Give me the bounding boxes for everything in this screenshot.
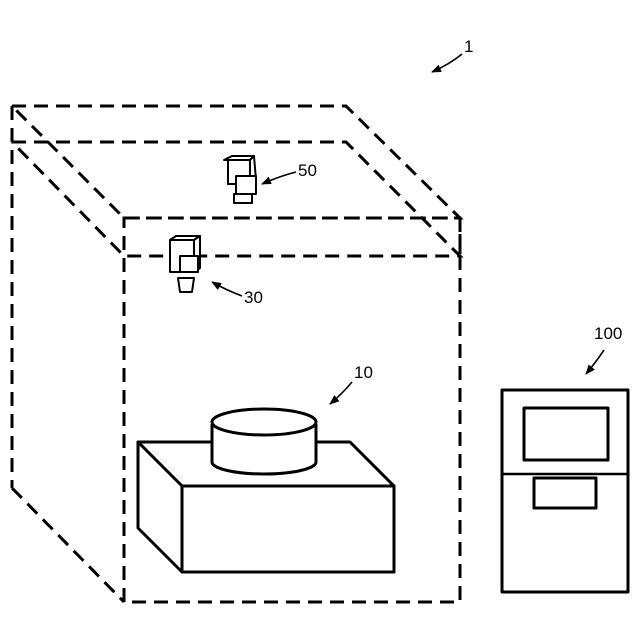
camera-upper — [224, 156, 256, 203]
camera-lower — [170, 236, 200, 292]
controller-cabinet — [502, 390, 628, 592]
leader-arrow-50 — [262, 172, 296, 184]
camera-upper-block — [236, 176, 256, 194]
controller-screen — [524, 408, 608, 460]
leader-arrow-100 — [586, 350, 604, 374]
leader-arrow-10 — [330, 382, 352, 404]
leader-arrow-30 — [212, 282, 242, 296]
enclosure-bottom-left-edge — [12, 488, 124, 602]
camera-upper-lens — [234, 194, 252, 203]
apparatus-box-front — [182, 486, 394, 572]
processing-apparatus — [138, 409, 394, 572]
leader-arrow-1 — [432, 54, 462, 72]
ref-label-camera-lower: 30 — [244, 288, 263, 307]
controller-panel — [534, 478, 596, 508]
ref-label-system: 1 — [464, 37, 473, 56]
ref-label-controller: 100 — [594, 324, 622, 343]
camera-lower-block — [180, 256, 198, 272]
apparatus-stage-top — [212, 409, 316, 435]
camera-lower-lens — [178, 278, 194, 292]
ref-label-processing-apparatus: 10 — [354, 363, 373, 382]
ref-label-camera-upper: 50 — [298, 161, 317, 180]
